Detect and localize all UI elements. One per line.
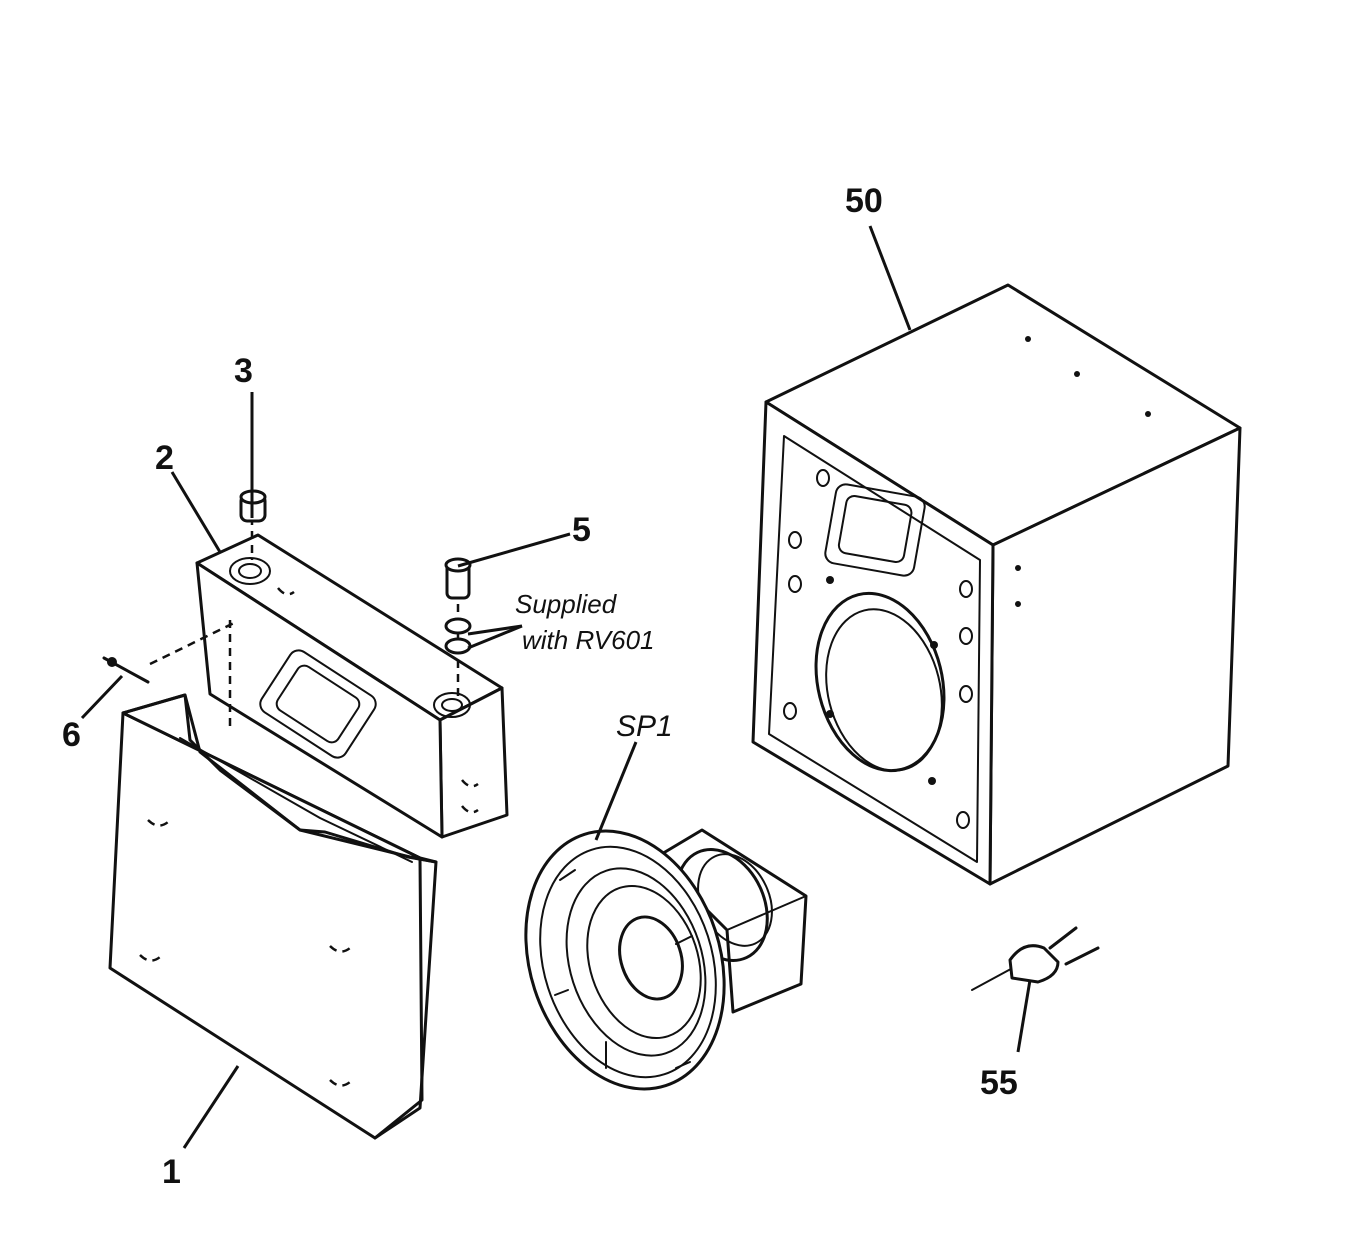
label-part-50: 50 [845, 182, 883, 220]
label-part-55: 55 [980, 1064, 1018, 1102]
label-part-3: 3 [234, 352, 253, 390]
label-part-6: 6 [62, 716, 81, 754]
note-with-rv601: with RV601 [522, 625, 655, 655]
screw [102, 656, 150, 684]
leader-lines [80, 225, 1032, 1149]
note-supplied: Supplied [515, 589, 618, 619]
assembly-lines [149, 517, 460, 730]
label-part-2: 2 [155, 439, 174, 477]
label-sp1: SP1 [616, 710, 673, 743]
top-bracket [195, 533, 509, 839]
power-plug [971, 926, 1100, 991]
front-panel [108, 693, 438, 1140]
knob-cap [239, 489, 267, 523]
speaker-cabinet [751, 283, 1242, 886]
label-part-1: 1 [162, 1153, 181, 1191]
woofer-speaker [524, 828, 808, 1091]
label-part-5: 5 [572, 511, 591, 549]
